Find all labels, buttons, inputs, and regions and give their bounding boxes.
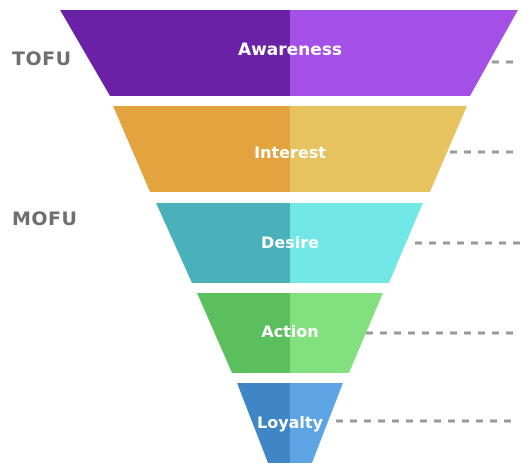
awareness-right-half <box>290 10 518 96</box>
funnel-stage-desire: Desire <box>156 203 423 283</box>
funnel-stage-interest: Interest <box>113 106 467 192</box>
loyalty-left-half <box>237 383 290 463</box>
awareness-left-half <box>60 10 290 96</box>
loyalty-label: Loyalty <box>257 413 324 432</box>
funnel-stage-action: Action <box>197 293 383 373</box>
action-left-half <box>197 293 290 373</box>
tofu-label: TOFU <box>12 48 72 70</box>
funnel-stage-loyalty: Loyalty <box>237 383 343 463</box>
action-label: Action <box>261 322 318 341</box>
interest-label: Interest <box>254 143 326 162</box>
desire-left-half <box>156 203 290 283</box>
action-right-half <box>290 293 383 373</box>
funnel-stage-awareness: Awareness <box>60 10 518 96</box>
interest-left-half <box>113 106 290 192</box>
awareness-label: Awareness <box>238 40 342 60</box>
desire-right-half <box>290 203 423 283</box>
desire-label: Desire <box>261 233 319 252</box>
interest-right-half <box>290 106 467 192</box>
loyalty-right-half <box>290 383 343 463</box>
mofu-label: MOFU <box>12 208 78 230</box>
